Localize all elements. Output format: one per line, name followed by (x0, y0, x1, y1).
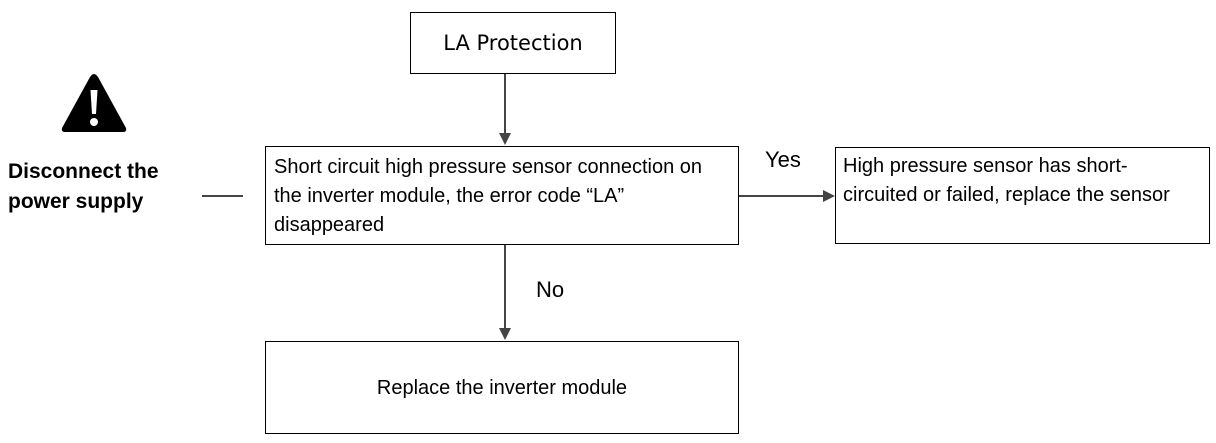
start-node: LA Protection (410, 12, 616, 74)
no-result-node: Replace the inverter module (265, 341, 739, 434)
warning-text: Disconnect the power supply (8, 160, 159, 213)
no-edge-label: No (536, 277, 565, 302)
yes-edge-label: Yes (765, 147, 801, 172)
check-node: Short circuit high pressure sensor conne… (265, 146, 739, 245)
no-result-label: Replace the inverter module (376, 376, 628, 399)
yes-result-label: High pressure sensor has short-circuited… (843, 155, 1170, 206)
start-node-label: LA Protection (443, 31, 583, 55)
yes-result-node: High pressure sensor has short-circuited… (835, 147, 1210, 244)
warning-triangle-icon (61, 74, 127, 132)
check-node-label: Short circuit high pressure sensor conne… (274, 156, 703, 236)
